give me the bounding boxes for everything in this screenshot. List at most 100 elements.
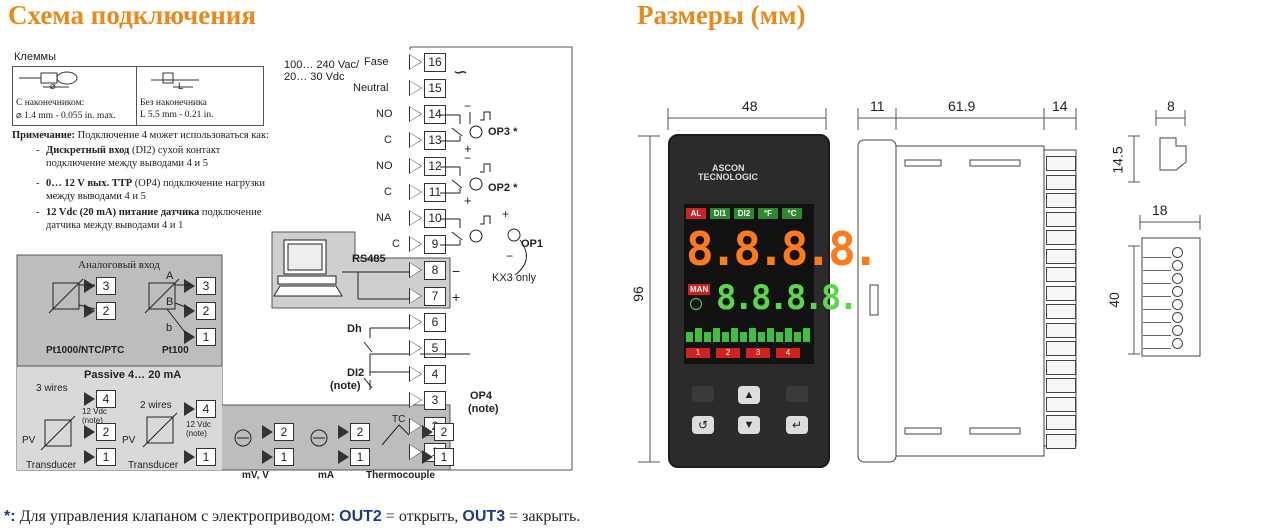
footer-star: *: (4, 508, 16, 525)
footer-text-1: Для управления клапаном с электроприводо… (15, 508, 340, 525)
svg-text:+: + (502, 207, 509, 221)
terminal-arrow (410, 393, 421, 407)
side-connector-slot (1046, 378, 1076, 393)
connector-screw-icon (1172, 312, 1183, 323)
note-item-3-rest: подключение датчика между выводами 4 и 1 (46, 207, 262, 231)
svg-text:−: − (506, 249, 513, 263)
bargraph-segment (758, 332, 765, 342)
mv-label: mV, V (242, 470, 269, 481)
abc-b: B (166, 296, 174, 308)
blank-button-right[interactable] (786, 386, 808, 402)
op1-label: OP1 (521, 238, 544, 250)
small-terminal-arrow (184, 330, 195, 344)
ac-symbol: ∽ (453, 62, 469, 82)
vdc-note-1: 12 Vdc (note) (82, 407, 107, 425)
terminals-icons (19, 71, 199, 88)
side-connector-slot (1046, 322, 1076, 338)
dim-48: 48 (742, 98, 758, 114)
ma-label: mA (318, 470, 335, 481)
terminals-box-divider (136, 67, 137, 125)
bargraph-segment (785, 328, 792, 342)
right-caption-1: Без наконечника (140, 98, 207, 108)
terminal-arrow (410, 263, 421, 277)
side-connector-slot (1046, 396, 1076, 412)
left-caption-2: ⌀ 1.4 mm - 0.055 in. max. (16, 111, 116, 121)
left-caption-1: С наконечником: (16, 98, 85, 108)
bargraph (686, 322, 810, 342)
kx3-label: KX3 only (492, 272, 537, 284)
dim-8: 8 (1167, 98, 1175, 114)
small-terminal-arrow (262, 450, 273, 464)
side-connector-slot (1046, 193, 1076, 208)
terminal-arrow (410, 237, 421, 251)
terminal-arrow (410, 211, 421, 225)
led-4: °C (782, 208, 802, 219)
footer-text-2: = открыть, (381, 508, 463, 525)
dh-label: Dh (347, 323, 362, 335)
note-item-1-rest: (DI2) сухой контакт подключение между вы… (46, 145, 221, 169)
terminal-8: 8 (424, 261, 446, 280)
vdc-note-2: 12 Vdc (note) (186, 420, 211, 438)
note-item-3-bold: 12 Vdc (20 mA) питание датчика (46, 207, 200, 218)
terminal-13: 13 (424, 131, 446, 150)
bargraph-segment (686, 332, 693, 342)
side-connector-slot (1046, 174, 1076, 190)
terminal-arrow (410, 315, 421, 329)
c3-label: C (392, 238, 400, 250)
sensor-glyphs (40, 278, 410, 451)
connector-screw-icon (1172, 273, 1183, 284)
terminal-arrow (410, 133, 421, 147)
terminal-arrow (410, 367, 421, 381)
footer-out2: OUT2 (339, 508, 382, 525)
small-terminal-arrow (84, 392, 95, 406)
small-terminal-arrow (184, 402, 195, 416)
bottom-display: 8.8.8.8. (716, 278, 859, 318)
transducer-label-2: Transducer (128, 460, 179, 471)
no2-label: NO (376, 160, 393, 172)
dim-11: 11 (870, 98, 885, 114)
small-terminal-2: 2 (350, 423, 370, 441)
small-terminal-1: 1 (196, 448, 216, 466)
relay-contacts: − + − + + − (440, 100, 527, 276)
pv-label-1: PV (22, 435, 36, 446)
up-button[interactable]: ▲ (738, 386, 760, 404)
prog-button[interactable]: ↺ (692, 416, 714, 434)
footer-note: *: Для управления клапаном с электроприв… (4, 508, 580, 526)
bargraph-segment (794, 332, 801, 342)
transducer-label-1: Transducer (26, 460, 77, 471)
na-label: NA (376, 212, 392, 224)
connector-row (1143, 298, 1171, 310)
abc-b-small: b (166, 322, 173, 334)
terminal-7: 7 (424, 287, 446, 306)
rs485-label: RS485 (352, 253, 386, 265)
side-connector-slot (1046, 341, 1076, 356)
side-connector-slot (1046, 285, 1076, 301)
dim-14-5: 14.5 (1109, 146, 1126, 174)
small-terminal-1: 1 (434, 448, 454, 466)
note-intro: Подключение 4 может использоваться как: (77, 130, 269, 141)
small-terminal-arrow (84, 304, 95, 318)
small-terminal-arrow (84, 279, 95, 293)
brand-line-1: ASCON (712, 163, 745, 173)
c1-label: C (384, 134, 392, 146)
terminal-5: 5 (424, 339, 446, 358)
pv-label-2: PV (122, 435, 136, 446)
side-connector-slot (1046, 359, 1076, 375)
small-terminal-4: 4 (96, 390, 116, 408)
enter-button[interactable]: ↵ (786, 416, 808, 434)
down-button[interactable]: ▼ (738, 416, 760, 434)
out-led-3: 3 (746, 348, 770, 358)
brand-line-2: TECNOLOGIC (698, 172, 758, 182)
small-terminal-1: 1 (196, 328, 216, 346)
terminal-15: 15 (424, 79, 446, 98)
blank-button-left[interactable] (692, 386, 714, 402)
terminal-arrow (410, 107, 421, 121)
op2-label: OP2 * (488, 182, 518, 194)
svg-text:+: + (464, 193, 472, 208)
left-symbol: ⌀ (50, 81, 56, 92)
analog-title: Аналоговый вход (78, 259, 160, 271)
small-terminal-1: 1 (274, 448, 294, 466)
two-wires-label: 2 wires (140, 400, 172, 411)
